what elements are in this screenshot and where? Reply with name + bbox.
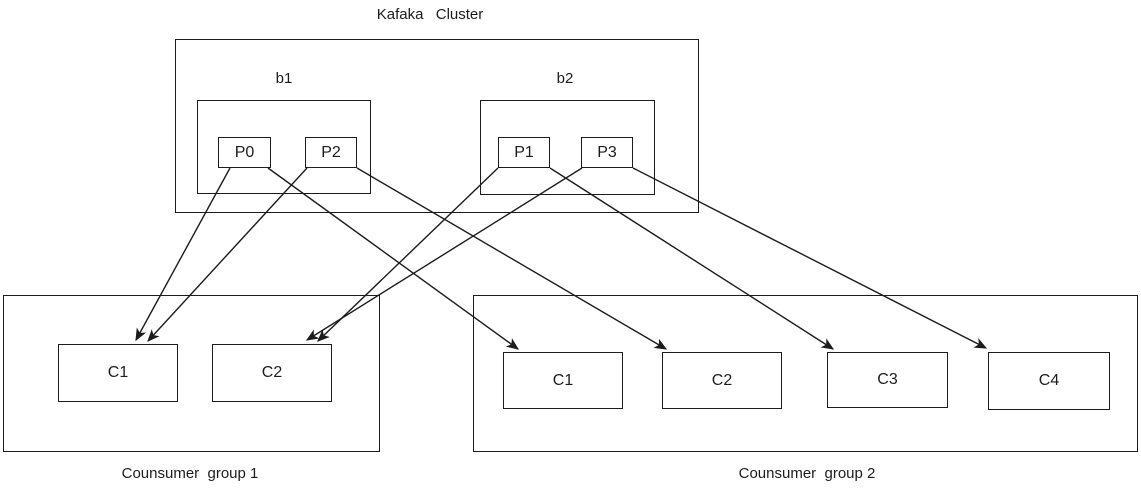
kafka-cluster-box [175,39,699,213]
consumer-group-2-label: Counsumer group 2 [738,465,876,482]
broker-b1-box [197,100,371,194]
group1-consumer-c1-label: C1 [107,364,129,381]
partition-p3-label: P3 [597,143,617,161]
group2-consumer-c1-label: C1 [552,371,574,389]
group1-consumer-c2-box: C2 [212,344,332,402]
group2-consumer-c4-box: C4 [988,352,1110,410]
partition-p3-box: P3 [581,137,633,168]
group2-consumer-c4-label: C4 [1038,372,1060,389]
group2-consumer-c3-label: C3 [877,371,898,388]
broker-b2-label: b2 [556,70,574,87]
diagram-title: Kafaka Cluster [376,6,484,23]
group1-consumer-c1-box: C1 [58,344,178,402]
group2-consumer-c1-box: C1 [503,352,623,409]
group2-consumer-c3-box: C3 [827,352,948,408]
partition-p0-label: P0 [234,143,255,161]
partition-p2-box: P2 [305,137,357,168]
broker-b2-box [480,100,655,195]
group1-consumer-c2-label: C2 [261,364,283,381]
partition-p2-label: P2 [321,143,341,161]
partition-p1-box: P1 [498,137,550,168]
consumer-group-1-label: Counsumer group 1 [121,465,259,482]
consumer-group-1-box [3,295,380,452]
group2-consumer-c2-box: C2 [662,352,782,409]
partition-p0-box: P0 [218,137,271,168]
group2-consumer-c2-label: C2 [711,371,733,389]
consumer-group-2-box [473,295,1138,452]
partition-p1-label: P1 [514,143,534,161]
broker-b1-label: b1 [275,70,293,87]
